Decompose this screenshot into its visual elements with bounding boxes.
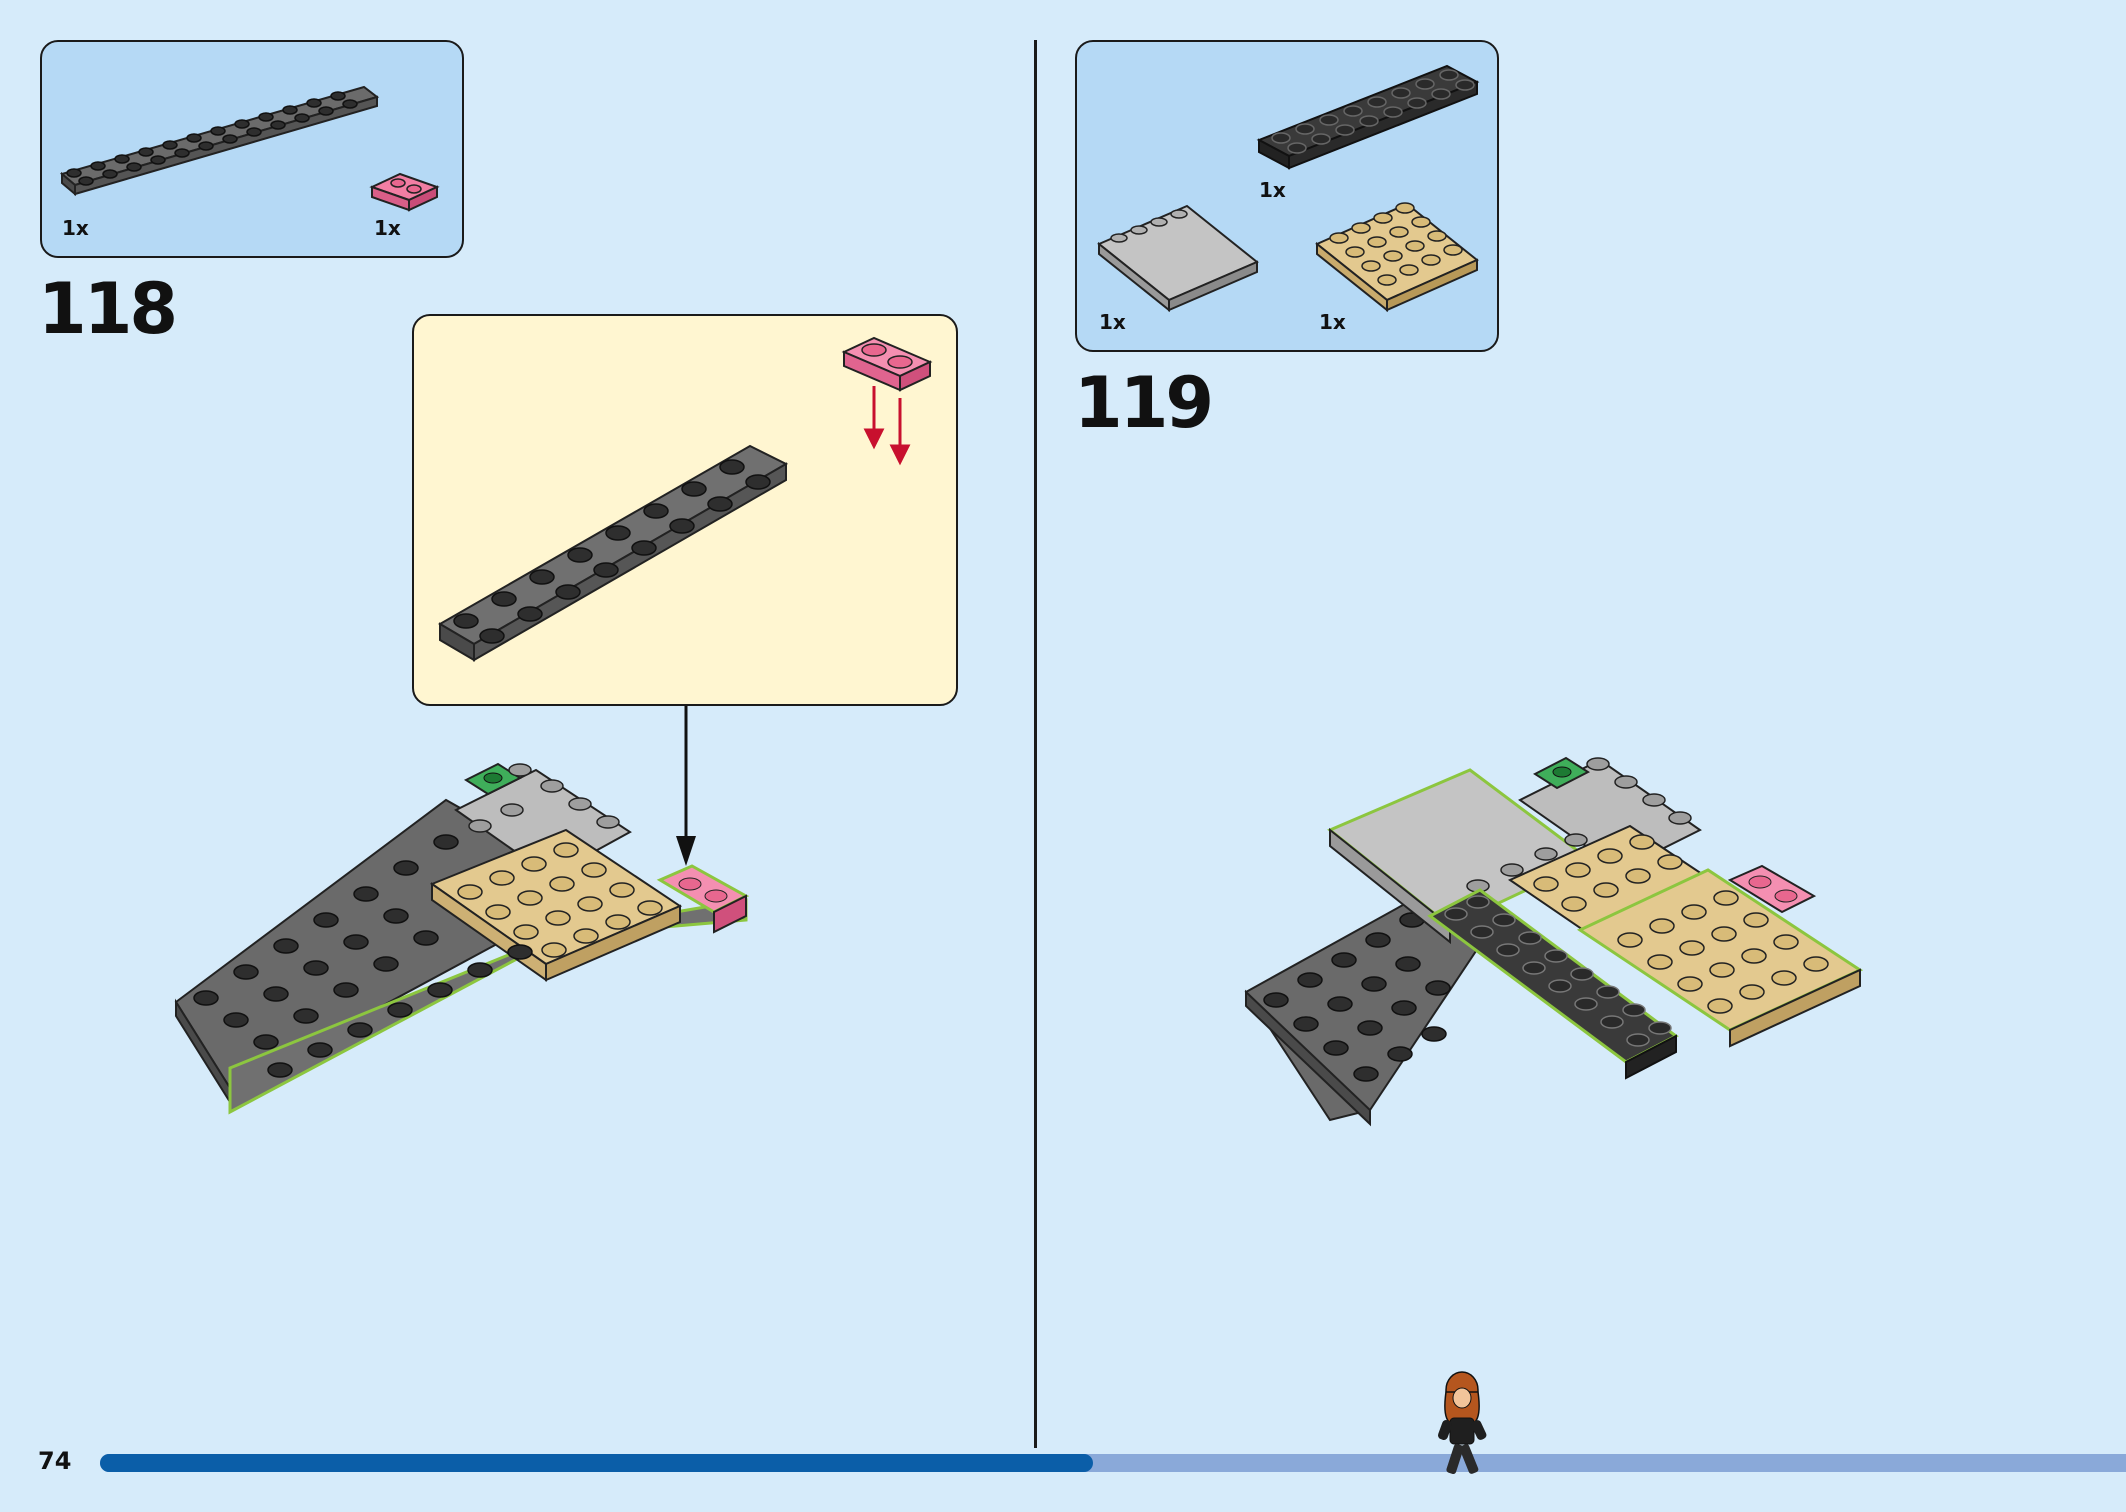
step-119-parts-list: 1x 1x 1x	[1075, 40, 1499, 352]
part-quantity: 1x	[1259, 178, 1286, 202]
part-quantity: 1x	[1099, 310, 1126, 334]
dark-gray-plate-2x12-icon	[59, 85, 380, 197]
part-quantity: 1x	[1319, 310, 1346, 334]
red-arrow-icon	[863, 386, 911, 466]
sub-assembly-illustration	[438, 336, 933, 662]
step-number: 119	[1074, 362, 1214, 444]
sub-assembly-callout	[412, 314, 958, 706]
progress-bar-fill	[100, 1454, 1093, 1472]
step-118-parts-list: 1x 1x	[40, 40, 464, 258]
page-divider	[1034, 40, 1037, 1448]
black-widow-minifig-icon	[1438, 1371, 1487, 1475]
step-number: 118	[38, 268, 178, 350]
down-arrow-icon	[676, 706, 696, 866]
part-quantity: 1x	[62, 216, 89, 240]
part-quantity: 1x	[374, 216, 401, 240]
step-118-model-illustration	[174, 762, 750, 1115]
step-119-model-illustration	[1244, 756, 1864, 1127]
page-number: 74	[38, 1447, 72, 1475]
pink-plate-1x2-icon	[369, 172, 440, 212]
tan-plate-4x4-icon	[1315, 202, 1479, 313]
black-plate-2x8-icon	[1256, 64, 1480, 170]
light-gray-tile-4x4-icon	[1097, 204, 1259, 313]
